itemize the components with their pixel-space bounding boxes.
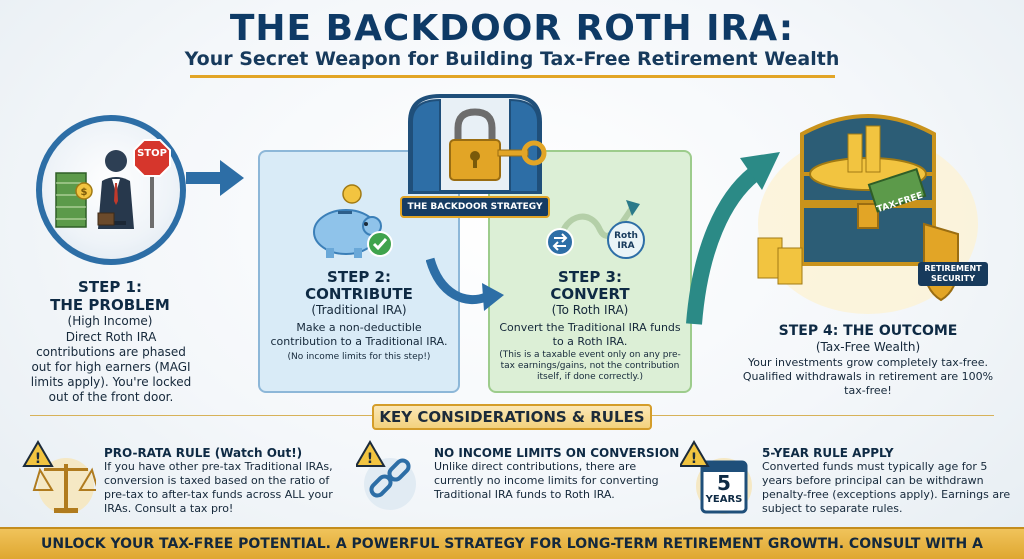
warning-calendar-icon: ! [680, 440, 754, 520]
step1-label: STEP 1: [78, 278, 142, 296]
footer-banner: UNLOCK YOUR TAX-FREE POTENTIAL. A POWERF… [0, 527, 1024, 559]
step2-note: (No income limits for this step!) [287, 352, 431, 362]
rule-income-limits-text: Unlike direct contributions, there are c… [434, 460, 659, 501]
step1-text: Direct Roth IRA contributions are phased… [30, 330, 192, 404]
page-title: THE BACKDOOR ROTH IRA: [229, 8, 795, 49]
step2-text: Make a non-deductible contribution to a … [270, 321, 448, 348]
warning-scale-icon: ! [22, 440, 96, 520]
calendar-number: 5 [717, 471, 731, 495]
step3-label: STEP 3: [558, 268, 622, 286]
rule-pro-rata-text: If you have other pre-tax Traditional IR… [104, 460, 333, 515]
page-subtitle: Your Secret Weapon for Building Tax-Free… [184, 48, 840, 70]
calendar-label: YEARS [705, 494, 743, 505]
arrow-step2-to-step3-icon [426, 255, 506, 315]
step2-heading: CONTRIBUTE [305, 285, 413, 303]
stop-sign-label: STOP [137, 148, 167, 159]
businessman-icon: $ [55, 150, 134, 229]
step2-label: STEP 2: [327, 268, 391, 286]
svg-text:!: ! [367, 451, 373, 467]
rule-income-limits-title: NO INCOME LIMITS ON CONVERSION [434, 446, 680, 460]
step1-arrow-icon [186, 158, 246, 198]
step3-text: Convert the Traditional IRA funds to a R… [499, 321, 681, 348]
rule-five-year-text: Converted funds must typically age for 5… [762, 460, 1011, 515]
roth-ira-badge: Roth IRA [614, 231, 638, 251]
svg-text:!: ! [35, 451, 41, 467]
step3-subheading: (To Roth IRA) [551, 303, 629, 317]
rule-pro-rata-title: PRO-RATA RULE (Watch Out!) [104, 446, 303, 460]
backdoor-illustration [400, 92, 560, 202]
stop-sign-icon [132, 138, 172, 228]
step3-note: (This is a taxable event only on any pre… [499, 350, 681, 382]
subtitle-underline [190, 75, 835, 78]
rule-five-year-title: 5-YEAR RULE APPLY [762, 446, 894, 460]
step4-text: Your investments grow completely tax-fre… [742, 356, 994, 397]
step1-heading: THE PROBLEM [50, 296, 170, 314]
backdoor-strategy-banner: THE BACKDOOR STRATEGY [400, 196, 550, 218]
convert-icon [540, 186, 650, 266]
checkmark-icon [366, 230, 394, 258]
warning-broken-chain-icon: ! [356, 440, 426, 520]
step3-heading: CONVERT [550, 285, 630, 303]
retirement-security-shield: RETIREMENT SECURITY [918, 262, 988, 286]
step2-subheading: (Traditional IRA) [311, 303, 407, 317]
svg-text:$: $ [81, 187, 88, 198]
step4-subheading: (Tax-Free Wealth) [815, 340, 921, 354]
svg-text:!: ! [691, 451, 697, 467]
step4-heading: STEP 4: THE OUTCOME [778, 323, 958, 339]
step1-subheading: (High Income) [67, 314, 153, 328]
arrow-step3-to-step4-icon [684, 148, 784, 328]
considerations-banner: KEY CONSIDERATIONS & RULES [372, 404, 652, 430]
